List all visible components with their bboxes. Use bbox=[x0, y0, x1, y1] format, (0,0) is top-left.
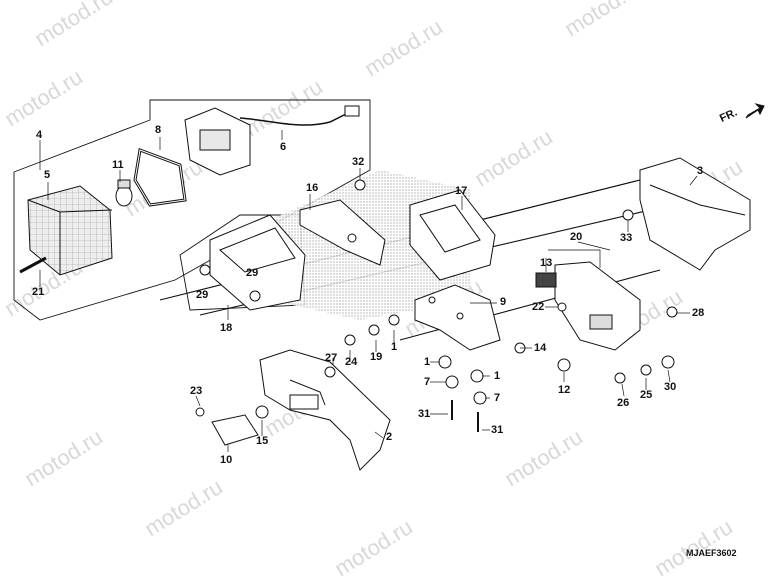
callout-6: 6 bbox=[280, 141, 287, 153]
callout-33: 33 bbox=[620, 232, 633, 244]
callout-18: 18 bbox=[220, 322, 233, 334]
callout-29: 29 bbox=[196, 289, 209, 301]
callout-12: 12 bbox=[558, 384, 571, 396]
callout-13: 13 bbox=[540, 257, 553, 269]
callout-32: 32 bbox=[352, 156, 365, 168]
callout-25: 25 bbox=[640, 389, 653, 401]
screw bbox=[19, 256, 47, 274]
callout-23: 23 bbox=[190, 385, 203, 397]
assembly-bracket-4 bbox=[13, 99, 371, 321]
callout-31: 31 bbox=[418, 408, 431, 420]
callout-31: 31 bbox=[491, 424, 504, 436]
callout-1: 1 bbox=[424, 356, 431, 368]
reflector-13 bbox=[535, 272, 557, 288]
callout-15: 15 bbox=[256, 435, 269, 447]
callout-14: 14 bbox=[534, 342, 547, 354]
callout-24: 24 bbox=[345, 356, 358, 368]
callout-11: 11 bbox=[112, 159, 124, 171]
callout-21: 21 bbox=[32, 286, 45, 298]
callout-7: 7 bbox=[494, 392, 501, 404]
leader-lines bbox=[39, 130, 698, 452]
callout-17: 17 bbox=[455, 185, 468, 197]
callout-2: 2 bbox=[386, 431, 393, 443]
license-bracket bbox=[414, 284, 501, 351]
callout-16: 16 bbox=[306, 182, 319, 194]
front-arrow bbox=[745, 103, 765, 119]
lens-gasket bbox=[133, 147, 187, 207]
callout-8: 8 bbox=[155, 124, 162, 136]
stay-bracket bbox=[299, 199, 386, 266]
callout-19: 19 bbox=[370, 351, 383, 363]
rear-fender bbox=[259, 349, 391, 471]
diagram-code: MJAEF3602 bbox=[686, 548, 737, 558]
callout-10: 10 bbox=[220, 454, 233, 466]
plate-bracket bbox=[554, 261, 641, 351]
bulb bbox=[115, 179, 133, 207]
callout-7: 7 bbox=[424, 376, 431, 388]
tail-lens bbox=[27, 185, 113, 276]
callout-27: 27 bbox=[325, 352, 338, 364]
fasteners bbox=[195, 179, 678, 419]
callout-28: 28 bbox=[692, 307, 705, 319]
callout-4: 4 bbox=[36, 129, 43, 141]
license-light bbox=[211, 414, 259, 446]
lamp-cover bbox=[209, 214, 306, 311]
callout-5: 5 bbox=[44, 169, 51, 181]
callout-1: 1 bbox=[391, 341, 398, 353]
callout-3: 3 bbox=[697, 165, 704, 177]
callout-9: 9 bbox=[500, 296, 507, 308]
socket-harness bbox=[184, 105, 360, 176]
callout-22: 22 bbox=[532, 301, 545, 313]
callout-1: 1 bbox=[494, 370, 501, 382]
callout-20: 20 bbox=[570, 231, 583, 243]
callout-30: 30 bbox=[664, 381, 677, 393]
callout-29: 29 bbox=[246, 267, 259, 279]
rear-frame bbox=[639, 157, 751, 271]
callout-26: 26 bbox=[617, 397, 630, 409]
